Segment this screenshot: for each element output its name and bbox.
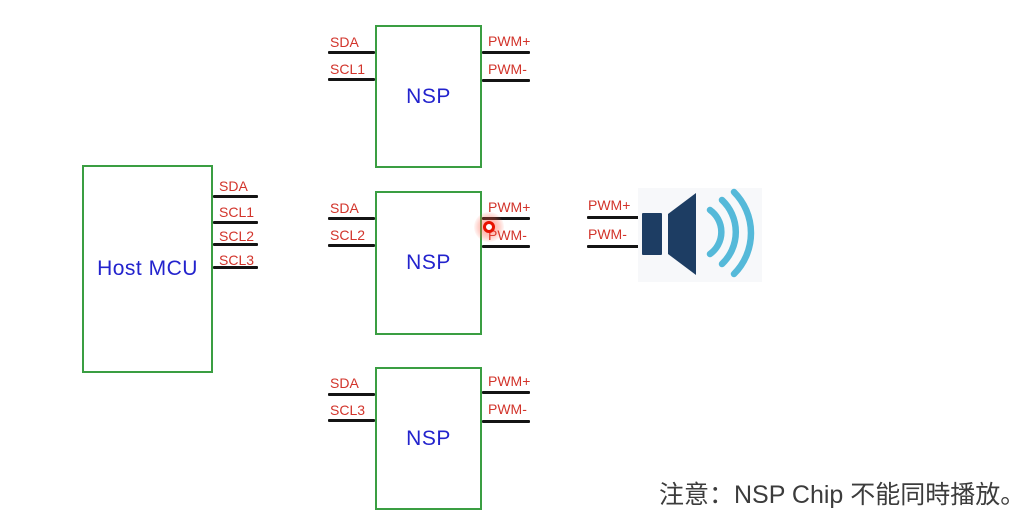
nsp1-pin-wire-sda	[328, 51, 375, 54]
host-pin-wire-scl1	[213, 221, 258, 224]
pointer-dot	[483, 221, 495, 233]
host-pin-wire-scl3	[213, 266, 258, 269]
nsp3-pin-label-sda: SDA	[330, 375, 359, 391]
host-pin-wire-sda	[213, 195, 258, 198]
nsp-chip-3-box: NSP	[375, 367, 482, 510]
nsp3-pin-wire-scl3	[328, 419, 375, 422]
nsp1-pin-label-sda: SDA	[330, 34, 359, 50]
speaker-pin-wire-pwm-minus	[587, 245, 641, 248]
speaker-magnet-shape	[642, 213, 662, 255]
nsp1-pin-wire-scl1	[328, 78, 375, 81]
speaker-pin-label-pwm-minus: PWM-	[588, 226, 627, 242]
nsp-chip-1-label: NSP	[406, 84, 451, 108]
nsp2-pin-wire-sda	[328, 217, 375, 220]
speaker-icon	[638, 188, 762, 282]
host-pin-wire-scl2	[213, 243, 258, 246]
nsp1-pin-label-pwm-minus: PWM-	[488, 61, 527, 77]
sound-wave-outer	[730, 188, 755, 278]
note-text: 注意：NSP Chip 不能同時播放。	[659, 481, 1016, 509]
nsp1-pin-wire-pwm-minus	[482, 79, 530, 82]
sound-wave-middle	[718, 196, 739, 268]
nsp2-pin-wire-pwm-minus	[482, 245, 530, 248]
nsp3-pin-wire-pwm-plus	[482, 391, 530, 394]
nsp2-pin-wire-pwm-plus	[482, 217, 530, 220]
nsp2-pin-wire-scl2	[328, 244, 375, 247]
nsp3-pin-label-pwm-minus: PWM-	[488, 401, 527, 417]
nsp1-pin-label-scl1: SCL1	[330, 61, 366, 77]
nsp3-pin-wire-pwm-minus	[482, 420, 530, 423]
sound-waves-icon	[706, 188, 755, 278]
nsp3-pin-label-scl3: SCL3	[330, 402, 366, 418]
host-pin-label-scl3: SCL3	[219, 252, 255, 268]
nsp3-pin-label-pwm-plus: PWM+	[488, 373, 531, 389]
nsp1-pin-wire-pwm-plus	[482, 51, 530, 54]
nsp-chip-1-box: NSP	[375, 25, 482, 168]
speaker-pin-wire-pwm-plus	[587, 216, 641, 219]
speaker-pin-label-pwm-plus: PWM+	[588, 197, 631, 213]
nsp2-pin-label-sda: SDA	[330, 200, 359, 216]
nsp-chip-2-label: NSP	[406, 251, 451, 274]
speaker-cone-shape	[668, 193, 696, 275]
nsp2-pin-label-scl2: SCL2	[330, 227, 366, 243]
host-pin-label-scl1: SCL1	[219, 204, 255, 220]
host-mcu-label: Host MCU	[97, 257, 198, 280]
nsp3-pin-wire-sda	[328, 393, 375, 396]
nsp2-pin-label-pwm-plus: PWM+	[488, 199, 531, 215]
nsp1-pin-label-pwm-plus: PWM+	[488, 33, 531, 49]
host-pin-label-sda: SDA	[219, 178, 248, 194]
nsp-chip-2-box: NSP	[375, 191, 482, 335]
host-mcu-box: Host MCU	[82, 165, 213, 373]
sound-wave-inner	[706, 206, 725, 258]
host-pin-label-scl2: SCL2	[219, 228, 255, 244]
nsp-chip-3-label: NSP	[406, 426, 451, 450]
